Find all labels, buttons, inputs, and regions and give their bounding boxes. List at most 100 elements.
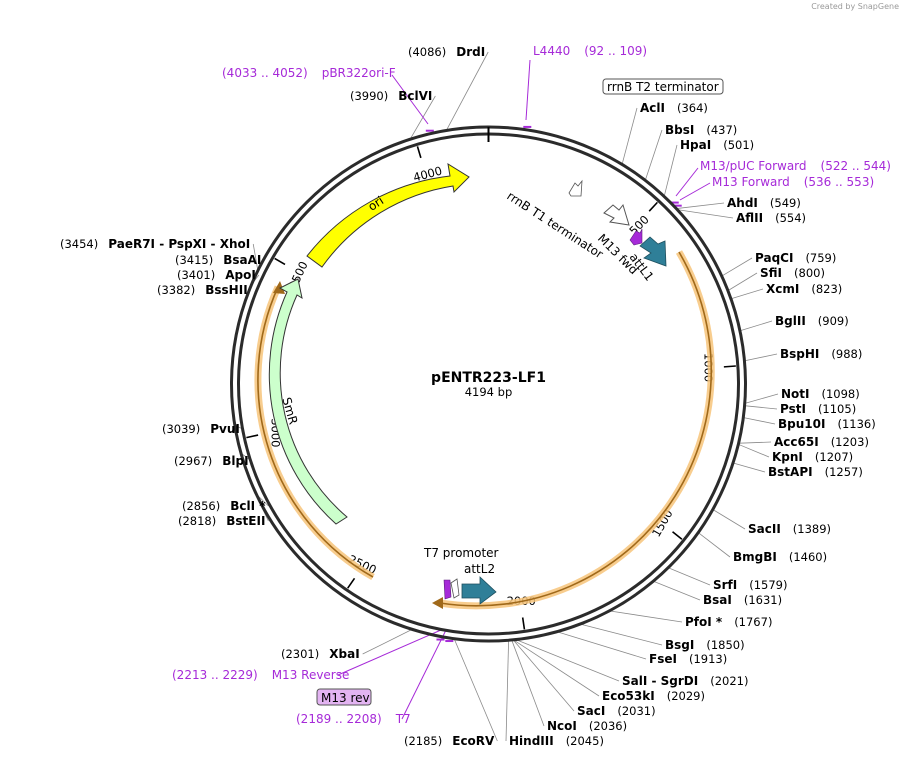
site-paqci[interactable]: PaqCI(759): [755, 251, 836, 265]
leader-sfii: [728, 272, 758, 291]
site-pos-hpai: (501): [723, 138, 754, 152]
primer-m13fwd[interactable]: M13 Forward(536 .. 553): [712, 175, 874, 189]
site-name-xcmi: XcmI: [766, 282, 799, 296]
site-ncoi[interactable]: NcoI(2036): [547, 719, 627, 733]
site-bcli[interactable]: (2856)BclI *: [182, 499, 266, 513]
site-name-blpi: BlpI: [222, 454, 248, 468]
rrnb-t2-label-box: [602, 78, 724, 95]
leader-xbai: [362, 629, 412, 655]
m13-rev-feature: [443, 579, 452, 600]
site-drdi[interactable]: (4086)DrdI: [408, 45, 485, 59]
site-bbsi[interactable]: BbsI(437): [665, 123, 737, 137]
site-bclvi[interactable]: (3990)BclVI: [350, 89, 432, 103]
site-acc65i[interactable]: Acc65I(1203): [774, 435, 869, 449]
site-blpi[interactable]: (2967)BlpI: [174, 454, 249, 468]
site-acli[interactable]: AclI(364): [640, 101, 708, 115]
site-name-bcli: BclI *: [230, 499, 266, 513]
leader-saci: [513, 640, 575, 712]
site-apoi[interactable]: (3401)ApoI: [177, 268, 256, 282]
site-bsgi[interactable]: BsgI(1850): [665, 638, 745, 652]
site-name-fsei: FseI: [649, 652, 677, 666]
site-fsei[interactable]: FseI(1913): [649, 652, 727, 666]
site-bsteii[interactable]: (2818)BstEII: [178, 514, 265, 528]
site-xcmi[interactable]: XcmI (823): [766, 282, 842, 296]
site-eco53ki[interactable]: Eco53kI(2029): [602, 689, 705, 703]
leader-paer7i: [252, 243, 258, 270]
leader-ncoi: [511, 640, 545, 727]
primer-range-t7: (2189 .. 2208): [296, 712, 382, 726]
site-name-bstapi: BstAPI: [768, 465, 813, 479]
primer-pbr322ori[interactable]: (4033 .. 4052)pBR322ori-F: [222, 66, 396, 80]
site-hpai[interactable]: HpaI(501): [680, 138, 754, 152]
site-pos-paer7i: (3454): [60, 237, 98, 251]
site-pvui[interactable]: (3039)PvuI: [162, 422, 240, 436]
leader-paqci: [722, 257, 753, 276]
rrnb-t1-label: rrnB T1 terminator: [504, 189, 605, 262]
site-name-xbai: XbaI: [329, 647, 359, 661]
site-bsaai[interactable]: (3415)BsaAI: [175, 253, 261, 267]
leader-pfoi: [610, 610, 683, 623]
site-srfi[interactable]: SrfI(1579): [713, 578, 788, 592]
site-name-bpu10i: Bpu10I: [778, 417, 825, 431]
primer-range-m13fwd: (536 .. 553): [804, 175, 874, 189]
site-name-sali: SalI - SgrDI: [622, 674, 698, 688]
site-xbai[interactable]: (2301) XbaI: [281, 647, 360, 661]
primer-l4440[interactable]: L4440(92 .. 109): [533, 44, 647, 58]
tick-mark-4000: [416, 146, 422, 159]
site-bstapi[interactable]: BstAPI(1257): [768, 465, 863, 479]
site-noti[interactable]: NotI(1098): [781, 387, 860, 401]
site-sali[interactable]: SalI - SgrDI(2021): [622, 674, 748, 688]
site-kpni[interactable]: KpnI(1207): [772, 450, 853, 464]
site-pos-bsshii: (3382): [157, 283, 195, 297]
site-saci[interactable]: SacI(2031): [577, 704, 656, 718]
primer-t7[interactable]: (2189 .. 2208)T7: [296, 712, 411, 726]
site-pfoi[interactable]: PfoI *(1767): [685, 615, 772, 629]
site-name-bbsi: BbsI: [665, 123, 694, 137]
site-paer7i[interactable]: (3454)PaeR7I - PspXI - XhoI: [60, 237, 250, 251]
leader-bbsi: [645, 129, 663, 180]
site-pos-hindiii: (2045): [566, 734, 604, 748]
rrnb-t2-feature: [568, 179, 583, 197]
site-name-bsai: BsaI: [703, 593, 732, 607]
tick-mark-2500: [347, 577, 356, 589]
site-name-aflii: AflII: [736, 211, 763, 225]
site-pos-pvui: (3039): [162, 422, 200, 436]
site-pos-xcmi: (823): [811, 282, 842, 296]
primer-m13rev[interactable]: (2213 .. 2229) M13 Reverse: [172, 668, 349, 682]
site-sacii[interactable]: SacII(1389): [748, 522, 831, 536]
site-bsphi[interactable]: BspHI(988): [780, 347, 862, 361]
leader-hpai: [664, 144, 678, 196]
smr-feature: [268, 278, 348, 525]
site-bmgbi[interactable]: BmgBI(1460): [733, 550, 827, 564]
primer-range-m13rev: (2213 .. 2229): [172, 668, 258, 682]
site-pos-xbai: (2301): [281, 647, 319, 661]
site-aflii[interactable]: AflII(554): [736, 211, 806, 225]
primer-name-m13rev: M13 Reverse: [272, 668, 350, 682]
primer-m13puc[interactable]: M13/pUC Forward(522 .. 544): [700, 159, 891, 173]
leader-sali: [517, 639, 620, 682]
site-name-psti: PstI: [780, 402, 806, 416]
site-name-sacii: SacII: [748, 522, 781, 536]
orf-arc-left-arrow: [273, 281, 285, 294]
leader-bpu10i: [744, 417, 776, 425]
leader-ahdi: [677, 202, 725, 209]
site-bsshii[interactable]: (3382)BssHII: [157, 283, 248, 297]
leader-kpni: [739, 444, 770, 458]
tick-mark-2000: [521, 617, 526, 630]
site-bglii[interactable]: BglII(909): [775, 314, 849, 328]
site-sfii[interactable]: SfiI(800): [760, 266, 825, 280]
site-pos-drdi: (4086): [408, 45, 446, 59]
site-name-ncoi: NcoI: [547, 719, 577, 733]
site-ahdi[interactable]: AhdI(549): [727, 196, 801, 210]
site-psti[interactable]: PstI(1105): [780, 402, 856, 416]
site-name-ecorv: EcoRV: [452, 734, 495, 748]
site-bpu10i[interactable]: Bpu10I(1136): [778, 417, 876, 431]
m13-rev-label-box: [316, 688, 372, 706]
site-ecorv[interactable]: (2185)EcoRV: [404, 734, 495, 748]
site-name-srfi: SrfI: [713, 578, 737, 592]
site-name-hindiii: HindIII: [509, 734, 554, 748]
m13-rev-label: M13 rev: [321, 691, 370, 705]
primer-range-m13puc: (522 .. 544): [821, 159, 891, 173]
site-bsai[interactable]: BsaI(1631): [703, 593, 782, 607]
site-hindiii[interactable]: HindIII (2045): [509, 734, 604, 748]
